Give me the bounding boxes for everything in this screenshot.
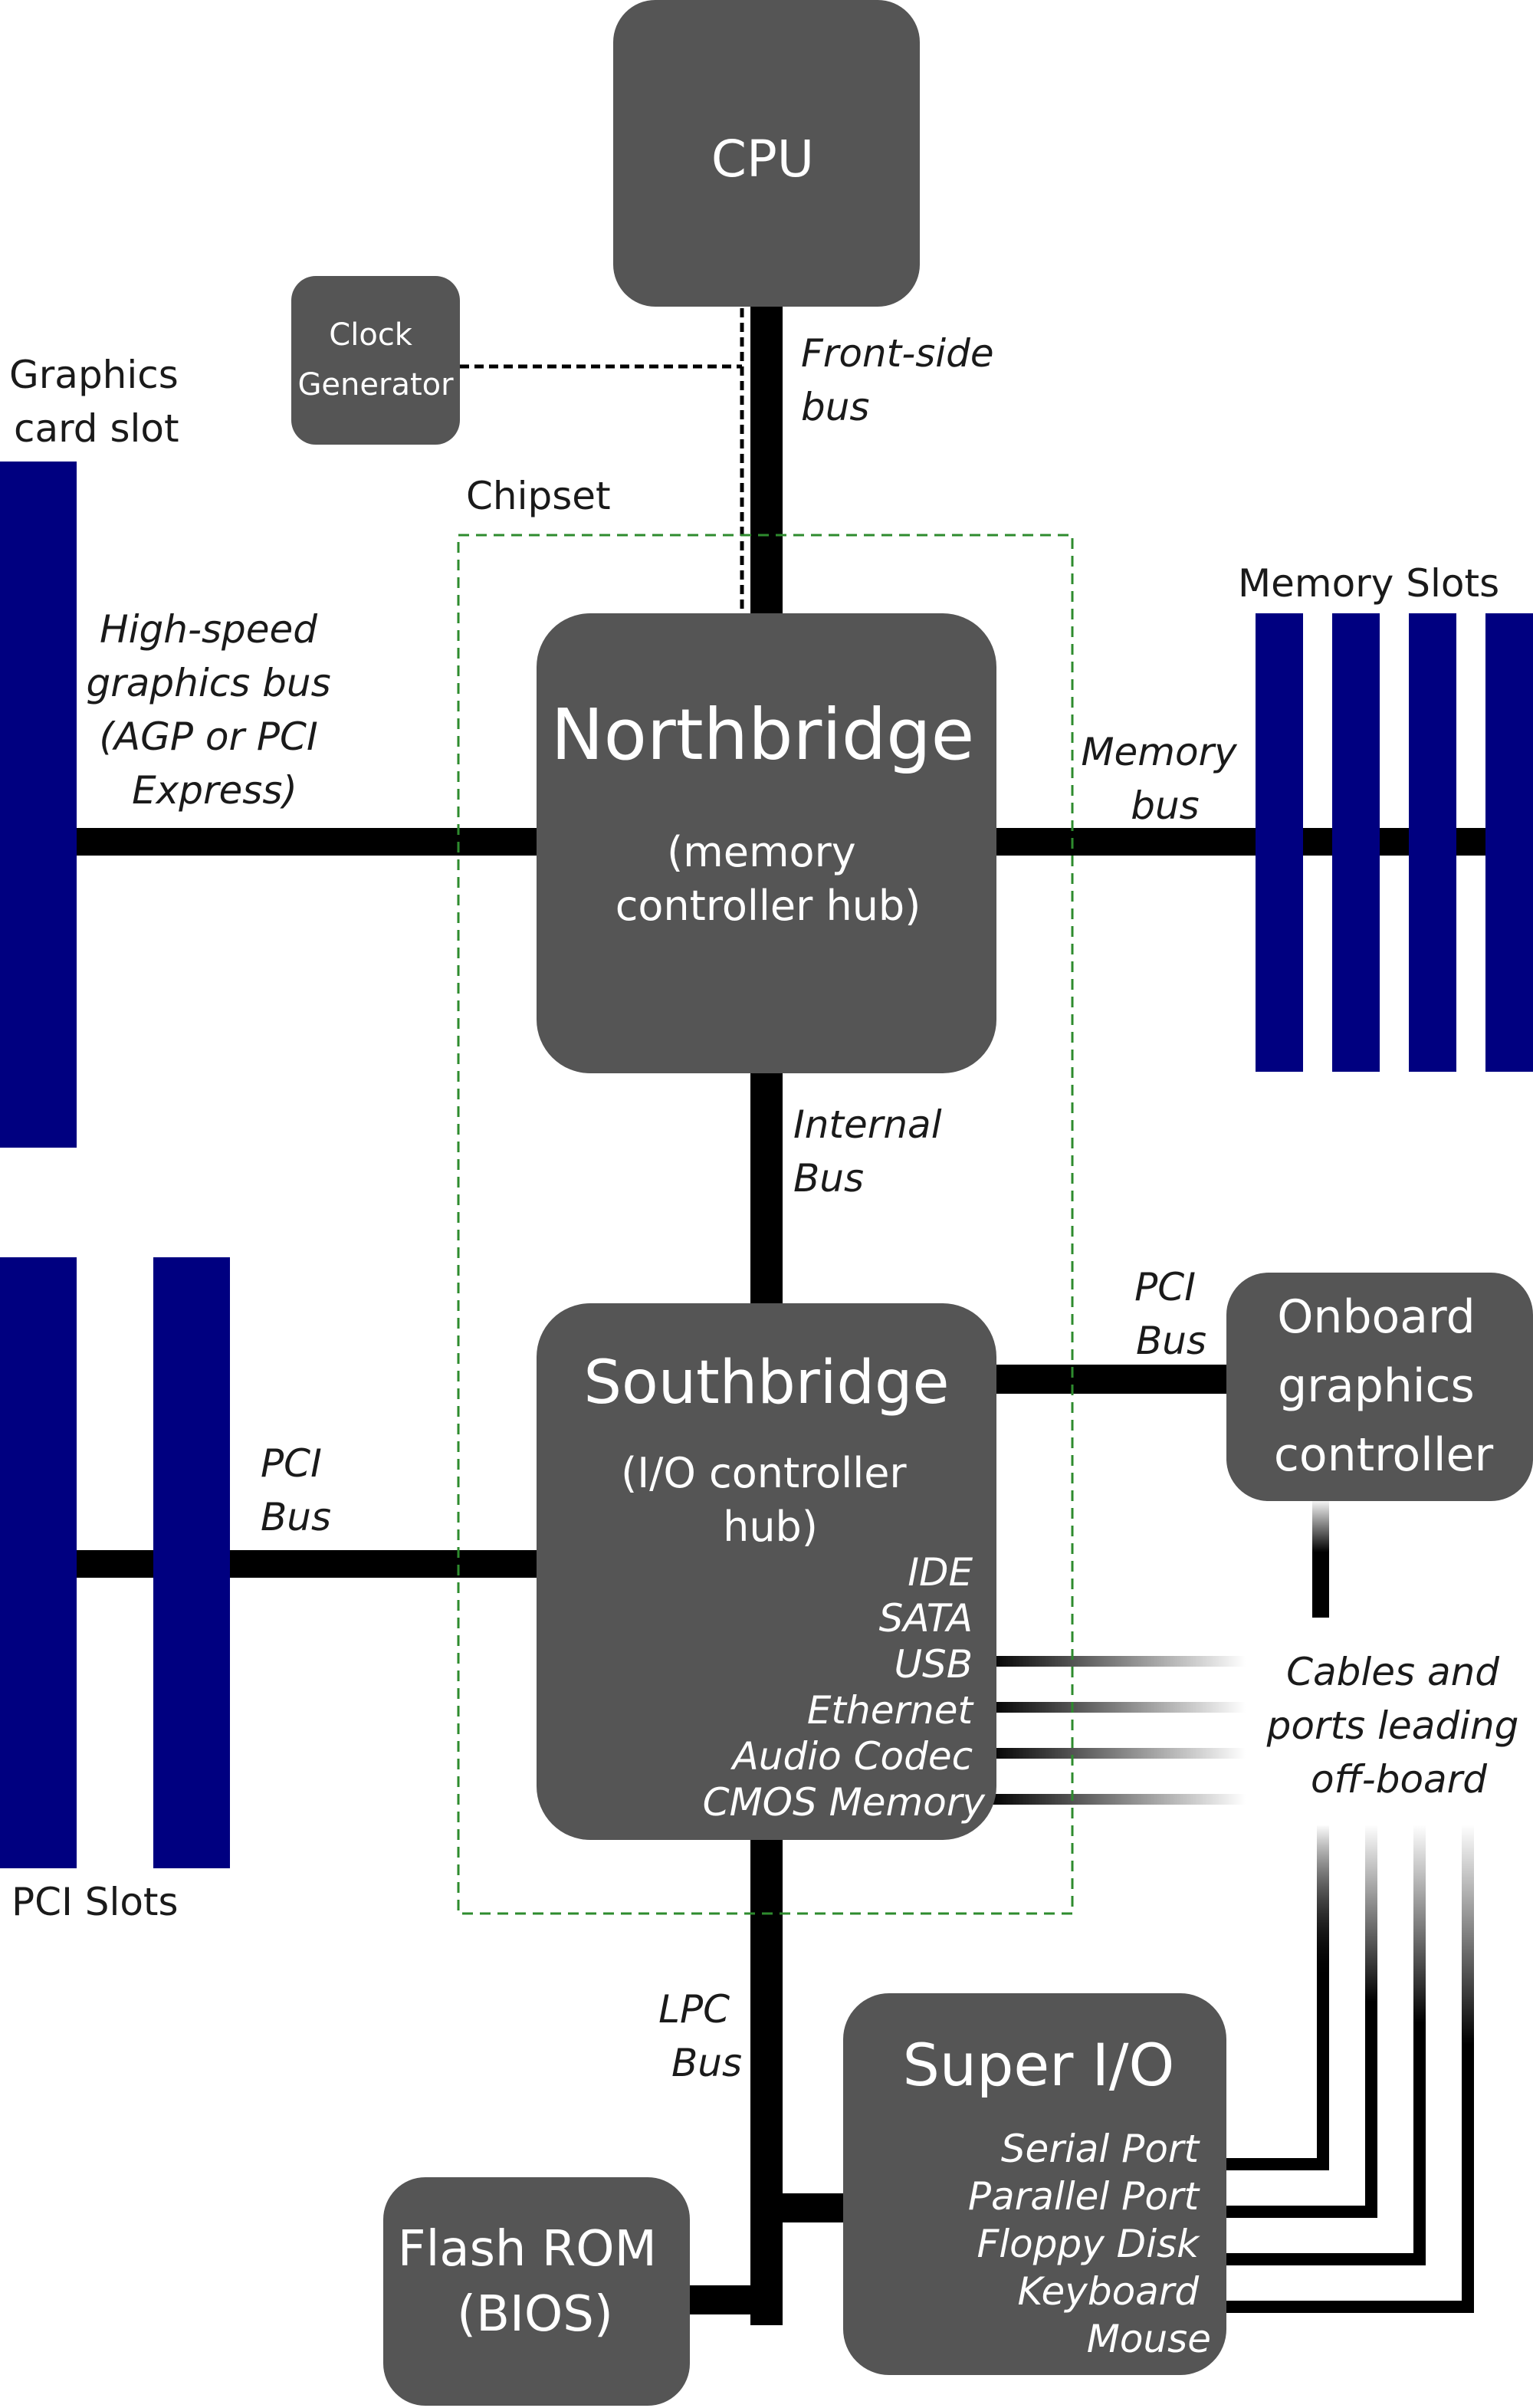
usb-port-line [989, 1656, 1246, 1667]
pci-slots-label: PCI Slots [11, 1880, 179, 1924]
port-ide: IDE [908, 1550, 973, 1595]
port-sata: SATA [879, 1596, 973, 1641]
pci-slot-1 [0, 1257, 77, 1868]
port-ethernet: Ethernet [807, 1688, 975, 1733]
super-io-link-line [766, 2193, 845, 2222]
flash-rom-link-line [687, 2285, 783, 2314]
northbridge-rect [537, 613, 996, 1073]
pci-bus-right-label: PCI Bus [1134, 1265, 1208, 1363]
memory-bus-label: Memory bus [1081, 730, 1249, 828]
graphics-output-line [1312, 1499, 1329, 1618]
southbridge-subtitle: (I/O controller hub) [621, 1449, 920, 1551]
serial-port-cable [1224, 1825, 1329, 2170]
memory-slot-2 [1332, 613, 1380, 1072]
flash-rom-box: Flash ROM (BIOS) [383, 2177, 690, 2406]
memory-slot-1 [1256, 613, 1303, 1072]
bus-lines [75, 299, 1533, 2325]
cables-label: Cables and ports leading off-board [1266, 1650, 1531, 1802]
port-cmos-memory: CMOS Memory [703, 1780, 986, 1825]
port-mouse: Mouse [1087, 2317, 1211, 2361]
parallel-port-cable-h [1224, 2206, 1377, 2218]
keyboard-cable-h [1224, 2301, 1474, 2313]
northbridge-title: Northbridge [551, 694, 975, 776]
keyboard-cable-v [1462, 1825, 1474, 2313]
floppy-cable-h [1224, 2253, 1426, 2265]
flash-rom-label: Flash ROM (BIOS) [398, 2221, 672, 2343]
southbridge-ports: IDE SATA USB Ethernet Audio Codec CMOS M… [703, 1550, 986, 1825]
parallel-port-cable-v [1365, 1825, 1377, 2218]
northbridge-box: Northbridge (memory controller hub) [537, 613, 996, 1073]
memory-slots-label: Memory Slots [1238, 561, 1499, 606]
flash-rom-rect [383, 2177, 690, 2406]
graphics-card-slot [0, 462, 77, 1148]
memory-slot-4 [1485, 613, 1533, 1072]
pci-slots [0, 1257, 230, 1868]
front-side-bus-line [750, 299, 783, 621]
port-usb: USB [894, 1642, 973, 1687]
northbridge-subtitle: (memory controller hub) [615, 828, 921, 930]
cpu-rect [613, 0, 920, 307]
onboard-graphics-rect [1226, 1273, 1533, 1501]
memory-slot-3 [1409, 613, 1456, 1072]
port-serial: Serial Port [1001, 2127, 1201, 2171]
internal-bus-line [750, 1072, 783, 1308]
cpu-title: CPU [711, 130, 814, 189]
graphics-slot-bar [0, 462, 77, 1148]
audio-port-line [989, 1748, 1246, 1759]
onboard-graphics-label: Onboard graphics controller [1274, 1290, 1494, 1482]
chipset-border [457, 534, 1074, 1915]
lpc-bus-line [750, 1838, 783, 2325]
onboard-graphics-box: Onboard graphics controller [1226, 1273, 1533, 1501]
port-audio-codec: Audio Codec [730, 1734, 973, 1779]
super-io-box: Super I/O Serial Port Parallel Port Flop… [843, 1993, 1226, 2375]
internal-bus-label: Internal Bus [793, 1102, 954, 1201]
clock-generator-box: Clock Generator [291, 276, 460, 445]
serial-port-cable-v [1317, 1825, 1329, 2170]
southbridge-title: Southbridge [584, 1349, 950, 1418]
chipset-label: Chipset [466, 474, 611, 518]
southbridge-box: Southbridge (I/O controller hub) IDE SAT… [537, 1303, 996, 1840]
pci-bus-left-label: PCI Bus [261, 1441, 334, 1539]
front-side-bus-label: Front-side bus [801, 331, 1006, 429]
floppy-cable-v [1413, 1825, 1426, 2265]
serial-port-cable-h [1224, 2158, 1329, 2170]
graphics-bus-line [75, 828, 539, 856]
graphics-slot-label: Graphics card slot [9, 353, 191, 451]
cmos-port-line [989, 1794, 1246, 1805]
super-io-rect [843, 1993, 1226, 2375]
super-io-ports: Serial Port Parallel Port Floppy Disk Ke… [968, 2127, 1211, 2361]
super-io-title: Super I/O [903, 2031, 1175, 2099]
cpu-box: CPU [613, 0, 920, 307]
memory-slots [1256, 613, 1533, 1072]
graphics-bus-label: High-speed graphics bus (AGP or PCI Expr… [86, 607, 343, 813]
port-floppy: Floppy Disk [977, 2222, 1200, 2266]
lpc-bus-label: LPC Bus [658, 1987, 742, 2085]
pci-bus-left-line [75, 1550, 539, 1578]
clock-rect [291, 276, 460, 445]
pci-bus-right-line [994, 1365, 1228, 1394]
port-parallel: Parallel Port [968, 2174, 1201, 2219]
clock-label: Clock Generator [297, 317, 454, 402]
southbridge-rect [537, 1303, 996, 1840]
pci-slot-2 [153, 1257, 230, 1868]
port-keyboard: Keyboard [1017, 2269, 1199, 2314]
ethernet-port-line [989, 1702, 1246, 1713]
